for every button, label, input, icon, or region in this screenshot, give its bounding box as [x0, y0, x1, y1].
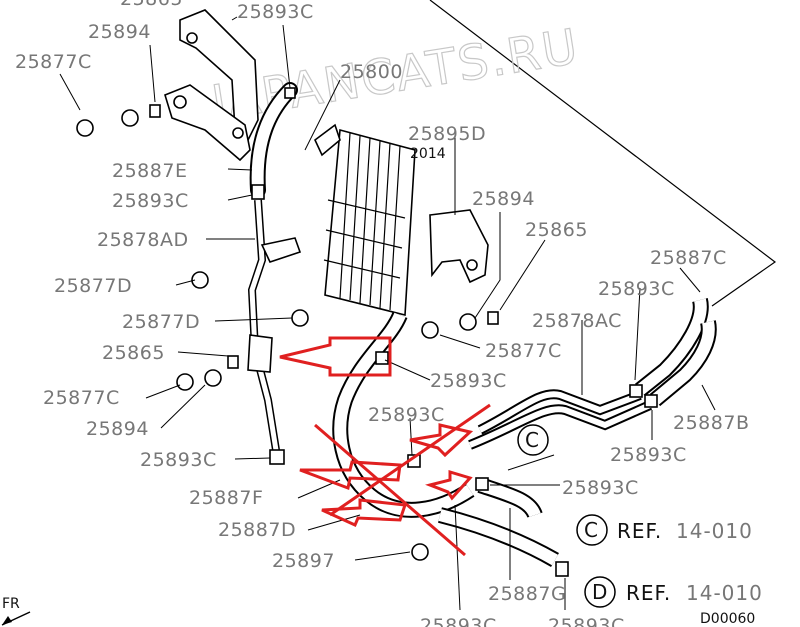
- ref-d-label: REF.: [626, 581, 671, 605]
- ref-d: D REF. 14-010: [584, 576, 763, 608]
- ref-d-letter: D: [592, 580, 608, 604]
- label-25877D-a: 25877D: [54, 275, 132, 297]
- callout-c: C: [517, 424, 549, 456]
- label-25878AD: 25878AD: [97, 229, 189, 251]
- label-25865-b: 25865: [102, 342, 165, 364]
- bracket-right: [429, 209, 489, 284]
- bolts: [76, 87, 658, 577]
- label-25893C-e: 25893C: [368, 404, 445, 426]
- diagram-code: D00060: [700, 611, 755, 627]
- label-25894-c: 25894: [86, 418, 149, 440]
- leader-lines: [59, 16, 716, 611]
- oil-cooler-core: 2014: [314, 123, 446, 317]
- hose-25887C-25887B: [635, 298, 717, 407]
- label-25893C-d: 25893C: [430, 370, 507, 392]
- label-25865-top: 25865: [120, 0, 183, 10]
- label-25893C-h: 25893C: [140, 449, 217, 471]
- hose-25887E: [249, 82, 298, 198]
- pipe-bracket: [247, 334, 273, 373]
- label-25893C-b: 25893C: [112, 190, 189, 212]
- boundary-line: [429, 0, 777, 307]
- ref-c-number: 14-010: [676, 519, 753, 543]
- fr-label: FR: [2, 596, 20, 612]
- label-25865-c: 25865: [525, 219, 588, 241]
- ref-c-letter: C: [584, 518, 599, 542]
- bracket-upper: [164, 9, 259, 162]
- ref-c: C REF. 14-010: [576, 514, 753, 546]
- label-25894-b: 25894: [472, 188, 535, 210]
- label-25887B: 25887B: [673, 412, 749, 434]
- label-25877C-a: 25877C: [15, 51, 92, 73]
- label-25877C-c: 25877C: [43, 387, 120, 409]
- label-25893C-g: 25893C: [562, 477, 639, 499]
- front-arrow: FR: [1, 596, 31, 626]
- cooler-mark: 2014: [410, 146, 446, 162]
- callout-c-letter: C: [525, 428, 540, 452]
- label-25887E: 25887E: [112, 160, 187, 182]
- label-25895D: 25895D: [408, 123, 486, 145]
- label-25878AC: 25878AC: [532, 310, 622, 332]
- label-25877C-b: 25877C: [485, 340, 562, 362]
- label-25887G: 25887G: [488, 583, 566, 605]
- pipe-25878AC: [468, 389, 653, 450]
- label-25893C-j: 25893C: [548, 615, 625, 627]
- label-25887C: 25887C: [650, 247, 727, 269]
- label-25800: 25800: [340, 61, 403, 83]
- label-25877D-b: 25877D: [122, 311, 200, 333]
- label-25897: 25897: [272, 550, 335, 572]
- label-25893C-i: 25893C: [420, 615, 497, 627]
- label-25893C-f: 25893C: [610, 444, 687, 466]
- label-25893C-c: 25893C: [598, 278, 675, 300]
- red-annotations: [279, 336, 491, 557]
- label-25887F: 25887F: [189, 487, 263, 509]
- ref-c-label: REF.: [617, 519, 662, 543]
- label-25893C-top: 25893C: [237, 1, 314, 23]
- ref-d-number: 14-010: [686, 581, 763, 605]
- pipe-mount-plate: [260, 237, 302, 263]
- pipe-25878AD: [247, 199, 280, 451]
- label-25894-a: 25894: [88, 21, 151, 43]
- label-25887D: 25887D: [218, 519, 296, 541]
